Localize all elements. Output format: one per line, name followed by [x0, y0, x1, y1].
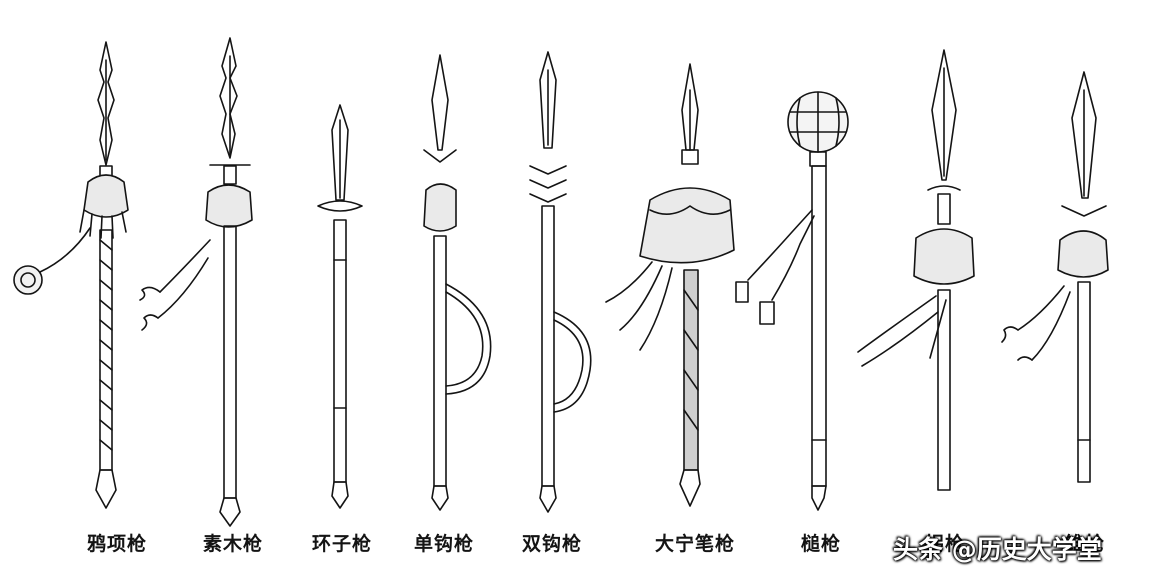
caption-weapon-3: 环子枪 — [311, 533, 372, 555]
spear-daning-brush — [605, 63, 735, 507]
caption-weapon-7: 槌枪 — [800, 533, 841, 555]
spear-plain-wood — [139, 37, 253, 527]
spear-double-hook — [529, 51, 592, 513]
caption-weapon-4: 单钩枪 — [413, 533, 474, 555]
caption-weapon-9: 锥枪 — [1064, 533, 1105, 555]
spear-mace — [735, 91, 849, 511]
caption-weapon-1: 鸦项枪 — [86, 533, 147, 555]
spear-crow-neck — [13, 41, 129, 509]
caption-weapon-8: 拐枪 — [924, 533, 965, 555]
caption-weapon-5: 双钩枪 — [521, 533, 582, 555]
spear-awl — [1001, 71, 1109, 483]
spear-crutch — [857, 49, 975, 491]
caption-weapon-6: 大宁笔枪 — [654, 533, 735, 555]
watermark-text: 头条 @历史大学堂 — [893, 535, 1102, 564]
watermark: 头条 @历史大学堂 — [893, 530, 1143, 566]
spear-single-hook — [423, 54, 492, 511]
spear-ring — [317, 104, 363, 509]
caption-weapon-2: 素木枪 — [202, 533, 263, 555]
